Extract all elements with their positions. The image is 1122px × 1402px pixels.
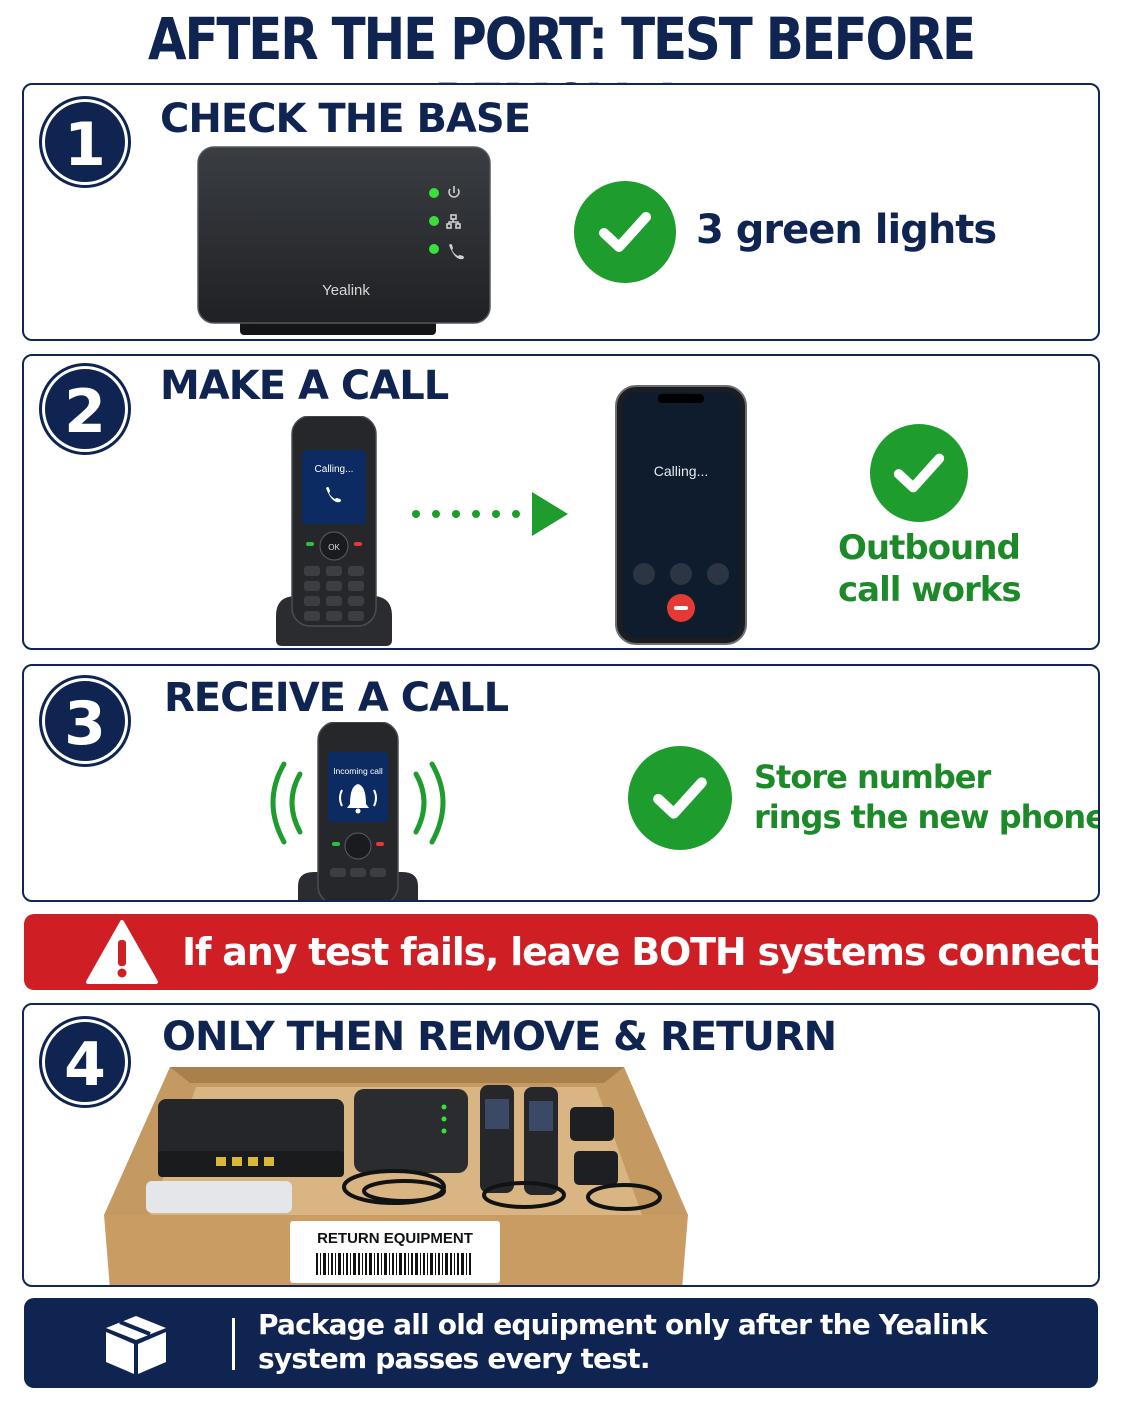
svg-text:RETURN EQUIPMENT: RETURN EQUIPMENT <box>317 1230 473 1247</box>
footer-divider <box>232 1318 235 1370</box>
power-icon <box>448 186 460 198</box>
base-station-icon: Yealink <box>197 146 491 335</box>
step-3-number: 3 <box>42 678 128 764</box>
smartphone-icon: Calling... <box>615 385 747 645</box>
step-1-title: CHECK THE BASE <box>160 96 531 142</box>
step-4-title: ONLY THEN REMOVE & RETURN <box>162 1014 837 1060</box>
step-4-number: 4 <box>42 1019 128 1105</box>
warning-text: If any test fails, leave BOTH systems co… <box>182 930 1122 974</box>
check-icon <box>628 746 732 850</box>
warning-banner: If any test fails, leave BOTH systems co… <box>24 914 1122 990</box>
step-3-result-line2: rings the new phone <box>754 798 1100 836</box>
step-3-result-line1: Store number <box>754 758 991 796</box>
step-1-result: 3 green lights <box>696 207 997 253</box>
return-box-icon: RETURN EQUIPMENT <box>104 1067 688 1285</box>
step-1-card: 1 CHECK THE BASE Yealink 3 green lights <box>22 83 1100 341</box>
check-icon <box>574 181 676 283</box>
check-icon <box>870 424 968 522</box>
step-2-result-line2: call works <box>838 570 1022 610</box>
barcode-icon <box>316 1253 471 1275</box>
step-2-result-line1: Outbound <box>838 528 1021 568</box>
footer-text: Package all old equipment only after the… <box>258 1308 987 1375</box>
step-2-card: 2 MAKE A CALL Calling... OK Calling... <box>22 354 1100 650</box>
step-4-card: 4 ONLY THEN REMOVE & RETURN RETURN EQUIP… <box>22 1003 1100 1287</box>
step-3-title: RECEIVE A CALL <box>164 675 509 721</box>
svg-text:OK: OK <box>328 543 340 552</box>
bell-icon <box>339 784 377 814</box>
package-icon <box>106 1316 166 1374</box>
step-2-title: MAKE A CALL <box>160 363 449 409</box>
ringing-handset-icon: Incoming call <box>270 722 446 900</box>
svg-text:Calling...: Calling... <box>315 464 354 475</box>
svg-text:Incoming call: Incoming call <box>333 766 383 776</box>
arrow-right-icon <box>412 492 568 536</box>
warning-icon <box>86 920 158 984</box>
network-icon <box>446 214 461 229</box>
footer-banner: Package all old equipment only after the… <box>24 1298 1098 1388</box>
step-3-card: 3 RECEIVE A CALL Incoming call Store num… <box>22 664 1100 902</box>
phone-icon <box>449 244 464 260</box>
step-2-number: 2 <box>42 366 128 452</box>
step-1-number: 1 <box>42 99 128 185</box>
cordless-handset-icon: Calling... OK <box>276 416 392 646</box>
svg-text:Yealink: Yealink <box>322 282 370 299</box>
svg-text:Calling...: Calling... <box>654 463 708 479</box>
